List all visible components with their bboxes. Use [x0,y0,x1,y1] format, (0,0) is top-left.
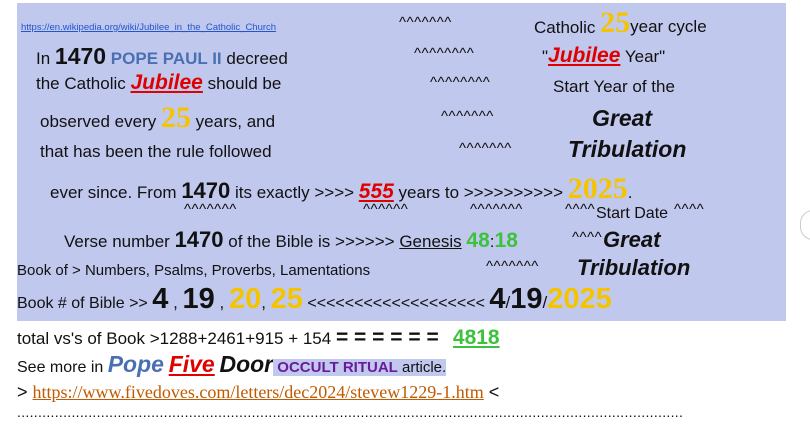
link-line: > https://www.fivedoves.com/letters/dec2… [17,382,499,403]
highlight-panel [17,3,786,321]
fivedoves-link[interactable]: https://www.fivedoves.com/letters/dec202… [32,382,484,402]
sep-1: , [168,293,183,312]
books-list: Book of > Numbers, Psalms, Proverbs, Lam… [17,262,371,279]
start-year-line: Start Year of the [553,77,675,96]
book-20: 20 [228,283,262,315]
colon: : [489,232,495,251]
years-to-text: years to >>>>>>>>>> [393,183,568,202]
caret-row-9: ^^^^ [565,201,596,218]
jubilee-word: Jubilee [130,71,203,94]
see-more-line: See more in Pope Five Door OCCULT RITUAL… [17,351,447,378]
tribulation-text-2: Tribulation [577,255,691,280]
caret-row-11: ^^^^ [572,229,603,246]
book-number-label: Book # of Bible >> [17,295,153,312]
totals-line: total vs's of Book >1288+2461+915 + 154 … [17,326,500,350]
caret-row-10: ^^^^ [674,201,705,218]
should-be-text: should be [202,74,282,93]
para-line-4: that has been the rule followed [40,142,272,161]
every-25: 25 [160,101,191,134]
year-quote: Year" [620,47,666,66]
arrows-text: <<<<<<<<<<<<<<<<<<< [302,295,490,312]
observed-text: observed every [40,112,161,131]
para-line-5: ever since. From 1470 its exactly >>>> 5… [50,172,632,206]
door-word: Door [219,351,274,377]
link-open: > [17,382,33,402]
cycle-number: 25 [600,6,631,39]
link-close: < [483,382,500,402]
para-line-2: the Catholic Jubilee should be [36,71,281,95]
occult-ritual-text: OCCULT RITUAL [273,359,398,376]
article-text: article. [397,359,447,376]
exactly-text: its exactly >>>> [230,183,359,202]
caret-row-7: ^^^^^^ [363,201,409,218]
caret-row-2: ^^^^^^^^ [414,45,475,62]
book-4: 4 [152,283,169,315]
slash-2: / [542,293,548,312]
of-bible-text: of the Bible is >>>>>> [223,232,400,251]
caret-row-4: ^^^^^^^ [441,108,494,125]
catholic-cycle-line: Catholic 25year cycle [534,6,707,40]
year-cycle-text: year cycle [630,17,707,36]
great-text: Great [592,105,653,131]
great-text-2: Great [603,227,661,252]
caret-row-3: ^^^^^^^^ [430,74,491,91]
quote-open: " [542,47,549,66]
tribulation-text: Tribulation [568,136,687,162]
year-2025: 2025 [567,172,628,205]
year-1470: 1470 [54,43,107,69]
pope-word: Pope [107,351,164,377]
verse-line: Verse number 1470 of the Bible is >>>>>>… [64,227,518,253]
date-year: 2025 [547,283,612,315]
chapter-48: 48 [466,229,490,252]
year-1470-b: 1470 [181,178,231,203]
equals-text: = = = = = = [335,326,439,349]
decreed-text: decreed [221,49,288,68]
the-catholic-text: the Catholic [36,74,131,93]
totals-sum: 4818 [452,326,500,349]
genesis-text: Genesis [399,232,462,251]
caret-row-12: ^^^^^^^ [486,258,539,275]
verse-18: 18 [494,229,518,252]
caret-row-1: ^^^^^^^ [399,14,452,31]
slash-1: / [505,293,511,312]
five-word: Five [168,351,215,377]
in-text: In [36,49,55,68]
see-more-prefix: See more in [17,359,108,376]
totals-label: total vs's of Book >1288+2461+915 + 154 [17,329,336,348]
para-line-1: In 1470 POPE PAUL II decreed [36,43,288,70]
sep-3: , [261,293,271,312]
book-number-line: Book # of Bible >> 4 , 19 , 20, 25 <<<<<… [17,283,612,316]
jubilee-year-line: "Jubilee Year" [542,44,665,68]
catholic-text: Catholic [534,18,601,37]
dotted-separator: ........................................… [17,404,684,420]
side-scroll-button[interactable] [800,210,810,240]
ever-since-text: ever since. From [50,183,182,202]
sep-2: , [214,293,229,312]
verse-1470: 1470 [174,227,224,252]
date-day: 19 [510,283,543,315]
caret-row-6: ^^^^^^^ [184,201,237,218]
period: . [627,183,633,202]
verse-label: Verse number [64,232,175,251]
number-555: 555 [358,180,394,203]
wikipedia-link[interactable]: https://en.wikipedia.org/wiki/Jubilee_in… [21,22,277,33]
caret-row-5: ^^^^^^^ [459,140,512,157]
date-month: 4 [489,283,506,315]
jubilee-word-right: Jubilee [548,44,621,67]
caret-row-8: ^^^^^^^ [470,201,523,218]
years-and-text: years, and [190,112,276,131]
start-date-text: Start Date [596,205,669,222]
para-line-3: observed every 25 years, and [40,101,275,135]
book-25: 25 [270,283,303,315]
book-19: 19 [182,283,215,315]
pope-paul-text: POPE PAUL II [106,49,222,68]
